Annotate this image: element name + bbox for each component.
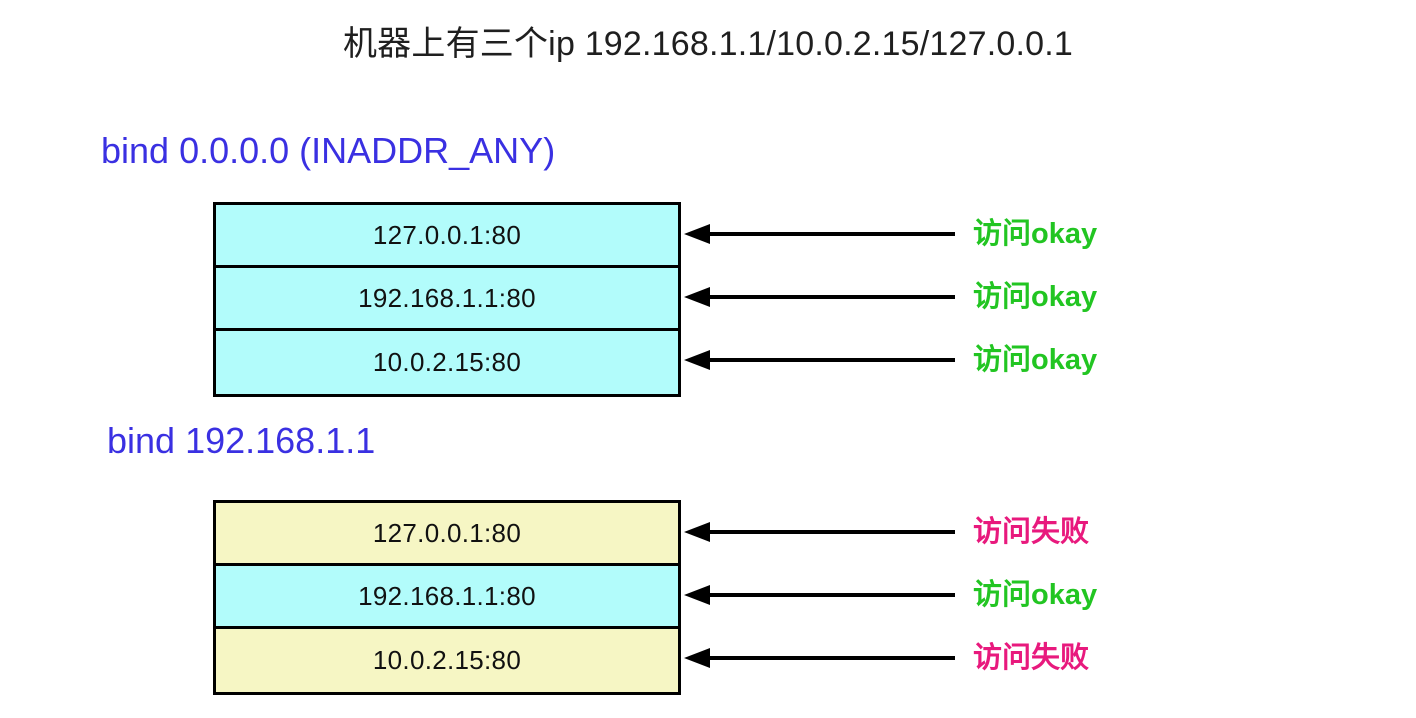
status-badge: 访问okay — [973, 343, 1098, 376]
access-annotation: 访问失败 — [684, 500, 1384, 563]
arrow-left-icon — [684, 647, 955, 668]
address-table-bind-specific: 127.0.0.1:80 192.168.1.1:80 10.0.2.15:80 — [213, 500, 681, 695]
address-label: 127.0.0.1:80 — [372, 517, 522, 548]
table-row: 192.168.1.1:80 — [216, 566, 678, 629]
address-label: 10.0.2.15:80 — [372, 347, 522, 377]
status-badge: 访问失败 — [973, 641, 1090, 674]
table-row: 127.0.0.1:80 — [216, 503, 678, 566]
arrow-left-icon — [684, 223, 955, 244]
address-table-bind-any: 127.0.0.1:80 192.168.1.1:80 10.0.2.15:80 — [213, 202, 681, 397]
arrow-left-icon — [684, 521, 955, 542]
access-annotation: 访问okay — [684, 265, 1384, 328]
bind-section-specific: bind 192.168.1.1 127.0.0.1:80 192.168.1.… — [0, 418, 1416, 695]
page-title: 机器上有三个ip 192.168.1.1/10.0.2.15/127.0.0.1 — [342, 25, 1073, 63]
section-heading-bind-specific: bind 192.168.1.1 — [107, 420, 376, 461]
table-row: 10.0.2.15:80 — [216, 629, 678, 692]
access-annotation: 访问okay — [684, 563, 1384, 626]
access-annotation: 访问okay — [684, 328, 1384, 391]
status-badge: 访问okay — [973, 578, 1098, 611]
access-annotation: 访问失败 — [684, 626, 1384, 689]
arrow-left-icon — [684, 286, 955, 307]
status-badge: 访问okay — [973, 217, 1098, 250]
table-row: 10.0.2.15:80 — [216, 331, 678, 394]
table-row: 192.168.1.1:80 — [216, 268, 678, 331]
table-row: 127.0.0.1:80 — [216, 205, 678, 268]
bind-section-any: bind 0.0.0.0 (INADDR_ANY) 127.0.0.1:80 1… — [0, 128, 1416, 397]
address-label: 10.0.2.15:80 — [372, 645, 522, 675]
arrow-left-icon — [684, 349, 955, 370]
section-heading-bind-any: bind 0.0.0.0 (INADDR_ANY) — [101, 130, 556, 171]
address-label: 192.168.1.1:80 — [358, 282, 536, 313]
status-badge: 访问失败 — [973, 515, 1090, 548]
status-badge: 访问okay — [973, 280, 1098, 313]
address-label: 192.168.1.1:80 — [358, 580, 536, 611]
access-annotation: 访问okay — [684, 202, 1384, 265]
address-label: 127.0.0.1:80 — [372, 219, 522, 250]
arrow-left-icon — [684, 584, 955, 605]
